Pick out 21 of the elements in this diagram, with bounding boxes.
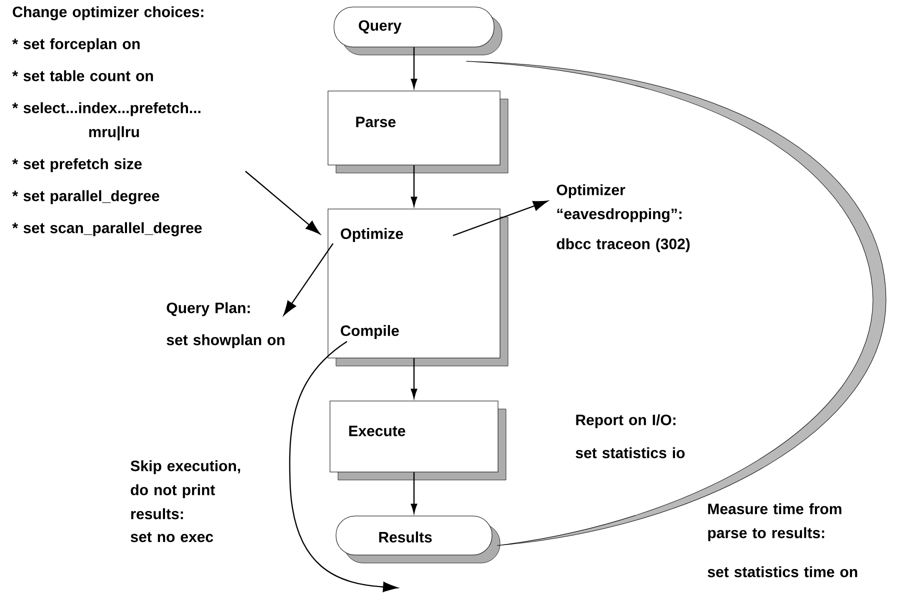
annotation-text: set statistics io	[576, 447, 685, 458]
annotation-text: Query Plan: set showplan on	[166, 302, 284, 348]
arrow	[410, 472, 418, 514]
process-box: Parse	[328, 90, 508, 174]
arrow	[245, 170, 320, 234]
process-box: Optimize Compile	[328, 208, 508, 366]
curved-arrow	[289, 341, 398, 592]
annotation-text: set statistics time on	[708, 566, 858, 578]
process-box: Execute	[330, 400, 506, 480]
annotation-text: Optimizer “eavesdropping”: dbcc traceon (302)	[556, 184, 690, 252]
arrow	[410, 358, 418, 398]
arrow	[283, 243, 334, 316]
annotation-text: Report on I/O:	[576, 414, 676, 428]
arrow	[410, 165, 418, 206]
annotation-text: set no exec	[130, 532, 214, 542]
arrow	[410, 47, 418, 88]
annotation-text: Measure time from parse to results:	[708, 503, 842, 542]
arrow	[452, 200, 548, 236]
annotation-text: Change optimizer choices: * set forceplan on * set table count on * select...index...prefetch... mru|lru * set prefetch size * set parallel_degree * set scan_parallel_degree	[12, 6, 204, 236]
annotation-text: Skip execution, do not print results:	[130, 460, 240, 520]
arc-connector	[466, 61, 886, 546]
